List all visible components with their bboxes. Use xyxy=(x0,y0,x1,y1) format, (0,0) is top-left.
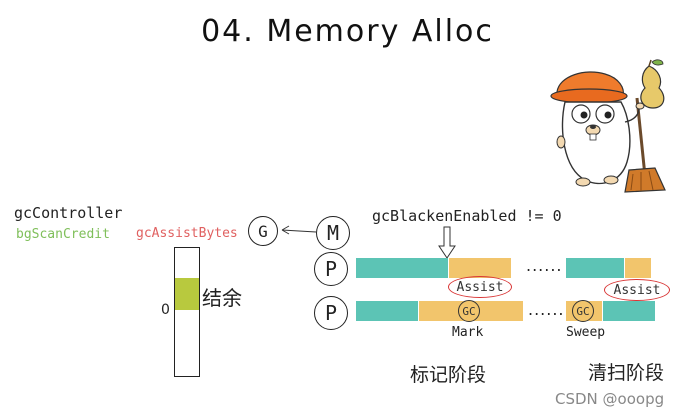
row1-ellipsis: ...... xyxy=(526,256,563,275)
page-title: 04. Memory Alloc xyxy=(201,14,494,49)
row1-assist-segment-2 xyxy=(625,258,651,278)
gc-worker-icon-2: GC xyxy=(572,300,594,322)
gauge-zero-label: 0 xyxy=(161,302,170,318)
goroutine-node: G xyxy=(248,216,278,246)
broom-icon xyxy=(624,97,666,193)
mark-phase-label: Mark xyxy=(452,325,484,340)
gc-controller-label: gcController xyxy=(14,204,123,222)
processor-node-1: P xyxy=(314,252,348,286)
arrow-down-icon xyxy=(438,226,456,259)
row1-mutator-segment-2 xyxy=(566,258,624,278)
assist-bytes-gauge xyxy=(174,247,200,377)
gc-assist-bytes-label: gcAssistBytes xyxy=(136,226,238,241)
assist-oval-1: Assist xyxy=(448,276,512,298)
mark-phase-cn-label: 标记阶段 xyxy=(410,364,487,386)
row1-mutator-segment xyxy=(356,258,448,278)
arrow-left-icon xyxy=(281,225,317,235)
row2-ellipsis: ...... xyxy=(528,300,565,319)
pear-icon xyxy=(640,59,665,109)
gc-worker-icon-1: GC xyxy=(458,300,480,322)
surplus-label: 结余 xyxy=(202,286,242,310)
processor-node-2: P xyxy=(314,296,348,330)
watermark: CSDN @ooopg xyxy=(555,390,665,408)
row2-mutator-segment-2 xyxy=(603,301,655,321)
bg-scan-credit-label: bgScanCredit xyxy=(16,227,110,242)
assist-oval-2: Assist xyxy=(604,279,670,301)
gauge-fill xyxy=(175,278,199,310)
row1-assist-segment xyxy=(449,258,511,278)
sweep-phase-cn-label: 清扫阶段 xyxy=(588,362,665,384)
gopher-mascot-icon xyxy=(550,59,666,193)
sweep-phase-label: Sweep xyxy=(566,325,606,340)
machine-node: M xyxy=(316,216,350,250)
row2-mutator-segment xyxy=(356,301,418,321)
gc-blacken-enabled-label: gcBlackenEnabled != 0 xyxy=(372,207,562,225)
